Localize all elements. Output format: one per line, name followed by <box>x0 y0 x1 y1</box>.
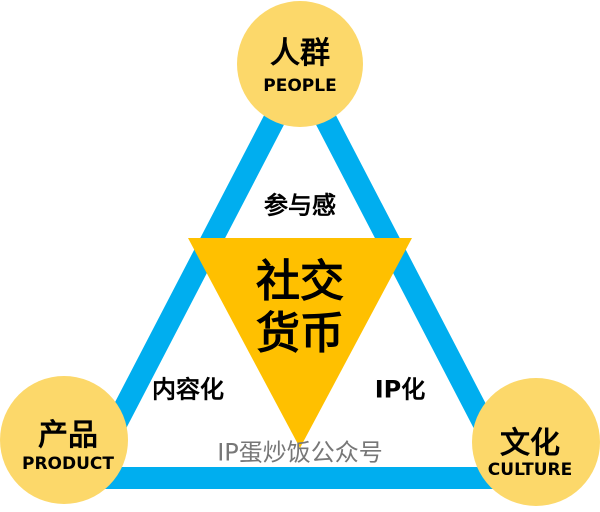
core-label-line2: 货币 <box>256 308 344 359</box>
product-label-cn: 产品 <box>38 418 98 453</box>
people-label-cn: 人群 <box>270 36 330 71</box>
culture-label-en: CULTURE <box>487 460 573 480</box>
people-circle <box>237 1 363 127</box>
outer-triangle <box>69 46 531 489</box>
product-label-en: PRODUCT <box>22 454 114 474</box>
watermark: IP蛋炒饭公众号 <box>217 438 383 467</box>
product-circle <box>0 376 128 504</box>
edge-label-right: IP化 <box>374 375 426 404</box>
culture-label-cn: 文化 <box>500 426 560 461</box>
edge-label-top: 参与感 <box>264 191 336 220</box>
people-label-en: PEOPLE <box>263 76 337 96</box>
edge-label-left: 内容化 <box>152 375 224 404</box>
core-label-line1: 社交 <box>256 256 344 307</box>
core-inverted-triangle <box>188 238 412 448</box>
culture-circle <box>472 378 600 506</box>
